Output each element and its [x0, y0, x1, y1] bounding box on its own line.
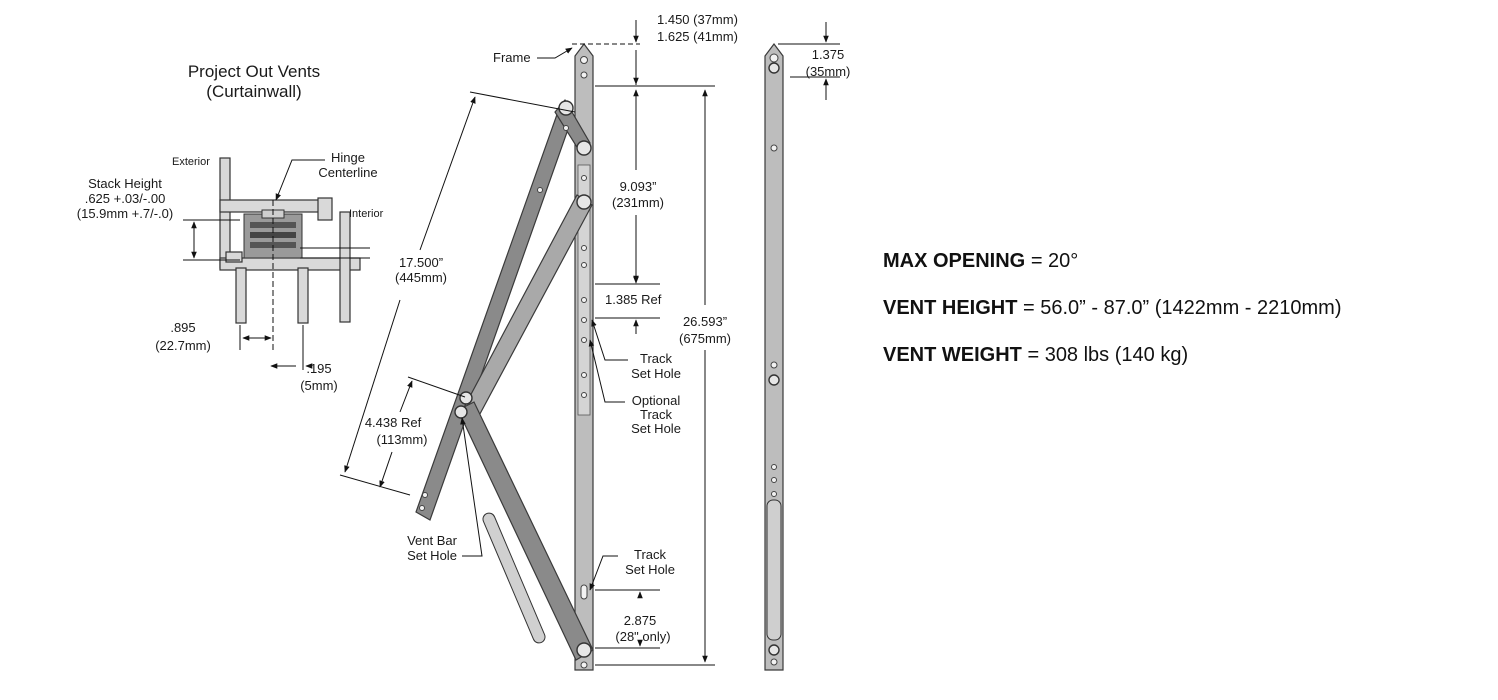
dim-4438-lower [379, 451, 393, 488]
interior-label: Interior [349, 208, 384, 220]
top-dim-line2: 1.625 (41mm) [657, 29, 738, 44]
hinge-centerline-line1: Hinge [331, 150, 365, 165]
spec-max-opening: MAX OPENING = 20° [883, 250, 1078, 273]
top-dim-line1: 1.450 (37mm) [657, 12, 738, 27]
ext-17500-top [469, 91, 576, 113]
ext-17500-bottom [339, 474, 411, 496]
exterior-label: Exterior [172, 156, 210, 168]
spec-max-opening-label: MAX OPENING [883, 250, 1026, 272]
track-holes [580, 56, 588, 669]
side-holes [768, 53, 780, 666]
dim-9093-line1: 9.093” [620, 179, 657, 194]
dim-17500-line2: (445mm) [395, 270, 447, 285]
ref-4438-line2: (113mm) [376, 432, 427, 447]
optional-track-leader [588, 339, 625, 403]
section-title-line2: (Curtainwall) [206, 82, 301, 101]
vent-bar-set-hole-line2: Set Hole [407, 548, 457, 563]
side-dim-1375-line2: (35mm) [806, 64, 851, 79]
profile-section: Project Out Vents (Curtainwall) Exterior… [77, 62, 384, 393]
dim-26593-line1: 26.593” [683, 314, 727, 329]
hinge-centerline-line2: Centerline [318, 165, 377, 180]
spec-vent-weight-value: = 308 lbs (140 kg) [1027, 344, 1189, 366]
track-set-hole-2-line2: Set Hole [625, 562, 675, 577]
width-895-line2: (22.7mm) [155, 338, 211, 353]
spec-max-opening-value: = 20° [1030, 250, 1079, 272]
track-slot [577, 164, 591, 416]
track-set-hole-1-line1: Track [640, 351, 673, 366]
hinge-side-view: 1.375 (35mm) [764, 22, 851, 671]
slide-arm [457, 401, 594, 661]
vent-bar-set-hole-leader [460, 417, 483, 557]
track-set-hole-1-line2: Set Hole [631, 366, 681, 381]
dim-2875-line1: 2.875 [624, 613, 657, 628]
frame-leader [537, 47, 573, 59]
optional-track-line3: Set Hole [631, 421, 681, 436]
hinge-leader [275, 159, 325, 201]
width-895-line1: .895 [170, 320, 195, 335]
dim-9093-line2: (231mm) [612, 195, 664, 210]
ext-4438-top [407, 376, 466, 398]
width-195-line2: (5mm) [300, 378, 338, 393]
optional-track-line2: Track [640, 407, 673, 422]
side-slot [766, 499, 782, 641]
hinge-front-view: Frame 1.450 (37mm) 1.625 (41mm) 9.093” (… [339, 12, 738, 671]
dim-17500-upper [419, 96, 476, 251]
spec-vent-weight-label: VENT WEIGHT [883, 344, 1022, 366]
track-set-hole-2-line1: Track [634, 547, 667, 562]
optional-track-line1: Optional [632, 393, 681, 408]
ref-4438-line1: 4.438 Ref [365, 415, 422, 430]
stack-height-line1: Stack Height [88, 176, 162, 191]
vent-bar-set-hole-line1: Vent Bar [407, 533, 458, 548]
ref-1385: 1.385 Ref [605, 292, 662, 307]
width-195-line1: .195 [306, 361, 331, 376]
track-set-hole-1-leader [591, 319, 628, 361]
pivots [419, 100, 592, 658]
spec-vent-height-value: = 56.0” - 87.0” (1422mm - 2210mm) [1023, 297, 1342, 319]
track-set-hole-2-leader [589, 555, 618, 591]
stack-height-line2: .625 +.03/-.00 [85, 191, 166, 206]
spec-vent-height: VENT HEIGHT = 56.0” - 87.0” (1422mm - 22… [883, 297, 1341, 320]
slide-arm-slot [482, 512, 546, 644]
spec-vent-weight: VENT WEIGHT = 308 lbs (140 kg) [883, 344, 1188, 367]
dim-26593-line2: (675mm) [679, 331, 731, 346]
dim-4438-upper [399, 380, 413, 413]
side-dim-1375-line1: 1.375 [812, 47, 845, 62]
frame-label: Frame [493, 50, 531, 65]
spec-vent-height-label: VENT HEIGHT [883, 297, 1018, 319]
dim-17500-line1: 17.500” [399, 255, 443, 270]
section-title-line1: Project Out Vents [188, 62, 320, 81]
stack-height-line3: (15.9mm +.7/-.0) [77, 206, 173, 221]
dim-17500-lower [344, 299, 401, 473]
dim-2875-line2: (28" only) [615, 629, 670, 644]
